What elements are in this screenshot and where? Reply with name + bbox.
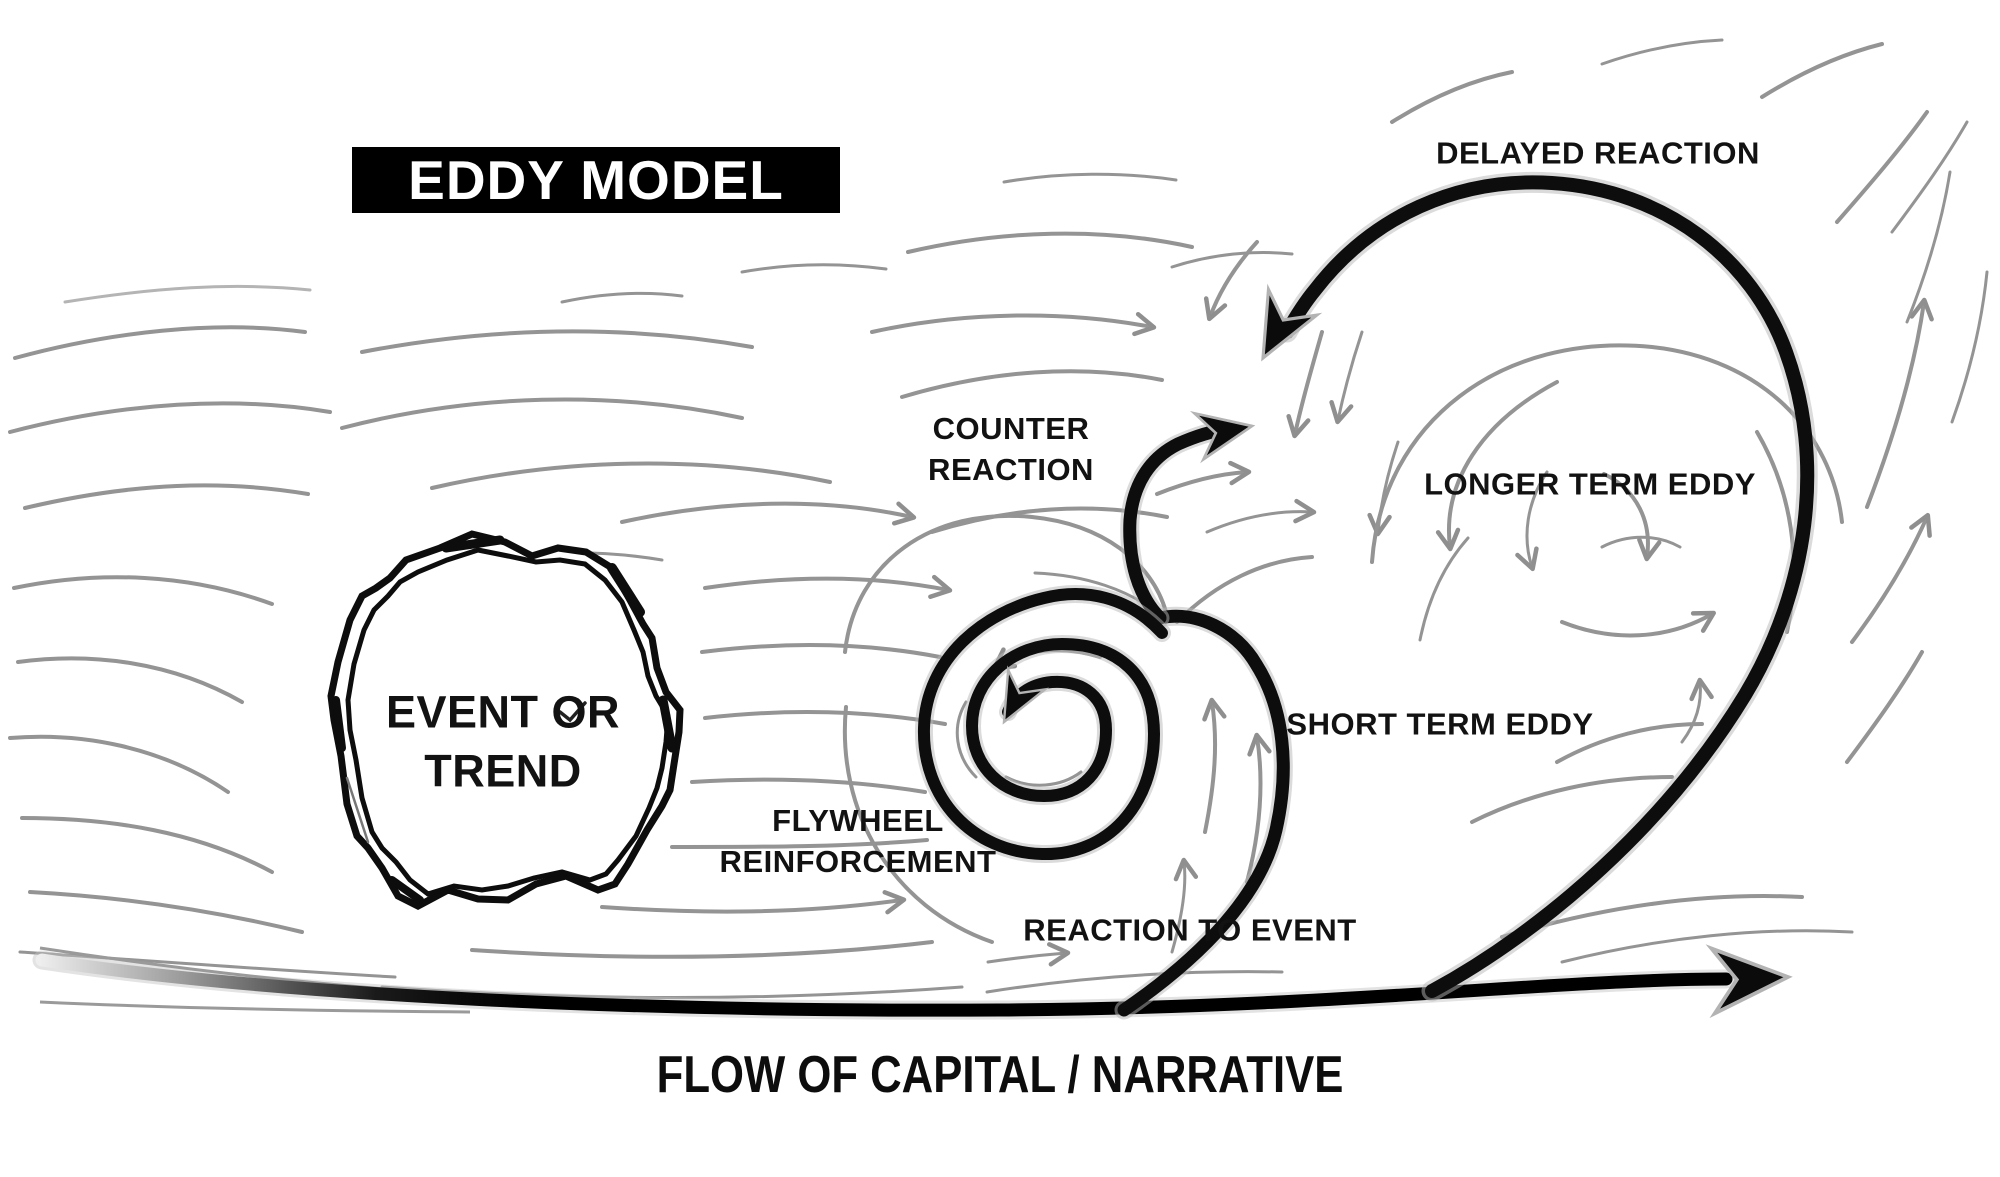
label-flywheel-line1: FLYWHEEL (772, 803, 944, 839)
counter-reaction-arrow (1120, 401, 1258, 628)
label-event-line2: TREND (424, 746, 582, 797)
label-longer-term-eddy: LONGER TERM EDDY (1424, 466, 1756, 502)
label-counter-reaction-line1: COUNTER (932, 411, 1090, 447)
label-reaction-to-event: REACTION TO EVENT (1023, 912, 1357, 948)
label-flywheel-reinforcement: FLYWHEEL REINFORCEMENT (720, 801, 997, 883)
flywheel-spiral (914, 585, 1171, 864)
label-short-term-eddy: SHORT TERM EDDY (1286, 706, 1594, 742)
label-event-or-trend: EVENT OR TREND (386, 683, 620, 802)
label-flow-of-capital: FLOW OF CAPITAL / NARRATIVE (656, 1046, 1344, 1104)
label-counter-reaction: COUNTER REACTION (928, 409, 1094, 491)
event-blob (327, 530, 684, 910)
reaction-curve (1114, 606, 1293, 1020)
diagram-title-text: EDDY MODEL (408, 149, 784, 211)
diagram-title: EDDY MODEL (352, 147, 840, 213)
label-event-line1: EVENT OR (385, 686, 621, 738)
label-flywheel-line2: REINFORCEMENT (719, 844, 997, 879)
label-counter-reaction-line2: REACTION (928, 452, 1094, 487)
main-flow-arrow (32, 942, 1792, 1020)
delayed-reaction-curve (1237, 171, 1818, 1002)
label-delayed-reaction: DELAYED REACTION (1436, 135, 1760, 171)
